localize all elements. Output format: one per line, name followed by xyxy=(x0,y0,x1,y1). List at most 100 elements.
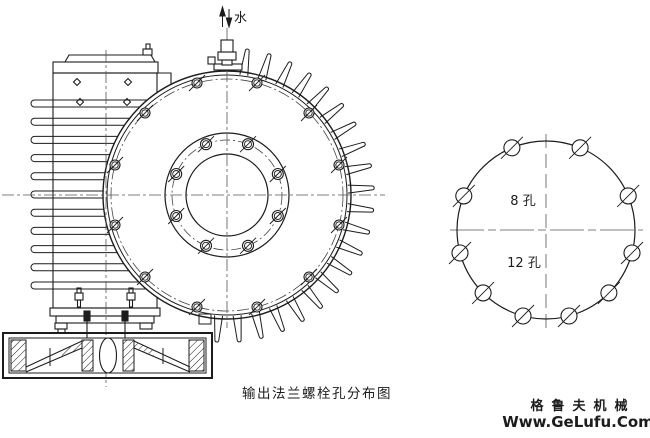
cooling-fin xyxy=(257,53,272,81)
vent-diamond xyxy=(123,77,133,87)
caption: 输出法兰螺栓孔分布图 xyxy=(242,386,392,402)
cooling-fin xyxy=(268,305,285,332)
cooling-fin xyxy=(336,239,363,256)
motor-fin xyxy=(30,208,162,217)
watermark-url: Www.GeLufu.Com xyxy=(502,413,650,431)
base-block-right xyxy=(188,339,205,372)
bolt-hole xyxy=(239,135,257,153)
bolt-hole xyxy=(269,165,287,183)
bolt-hole xyxy=(330,216,348,234)
motor-bottom-flange-inner xyxy=(55,315,155,324)
spoke-right xyxy=(133,340,191,373)
cap-bolt-head xyxy=(142,48,153,56)
bolt-hole xyxy=(511,304,535,328)
cooling-fin xyxy=(342,221,371,235)
water-label: 水 xyxy=(234,11,247,26)
bolt-hole xyxy=(167,165,185,183)
vent-diamond xyxy=(122,97,132,107)
bolt-hole xyxy=(197,237,215,255)
motor-fin xyxy=(30,154,162,163)
water-inlet-fitting xyxy=(207,39,243,71)
motor-fin xyxy=(30,99,162,108)
bolt-hole xyxy=(136,104,154,122)
bolt-hole xyxy=(500,136,524,160)
base-block-left xyxy=(10,339,27,372)
cooling-fin xyxy=(338,141,366,158)
cooling-fin xyxy=(275,61,293,88)
housing-lug xyxy=(198,313,212,325)
vent-diamond xyxy=(75,97,85,107)
motor-fin xyxy=(30,263,162,272)
cooling-fin xyxy=(291,72,312,98)
bolt-hole xyxy=(330,156,348,174)
motor-fin xyxy=(30,172,162,181)
motor-fin xyxy=(30,117,162,126)
bolt-hole xyxy=(269,207,287,225)
bolt-hole xyxy=(248,298,266,316)
motor-fin xyxy=(30,281,162,290)
centerlines xyxy=(2,28,385,387)
bolt-hole xyxy=(239,237,257,255)
motor-bottom-flange xyxy=(49,307,161,317)
outer-bolt-ring xyxy=(106,74,348,316)
up-arrow-head xyxy=(219,5,226,17)
cooling-fin xyxy=(330,121,357,140)
bolt-hole xyxy=(557,304,581,328)
cooling-fin xyxy=(319,103,345,125)
cooling-fin xyxy=(326,256,353,276)
water-flow-arrows xyxy=(219,5,233,29)
motor-fin-stack xyxy=(30,99,162,290)
motor-fin xyxy=(30,245,162,254)
bolt-hole xyxy=(106,216,124,234)
cooling-fin xyxy=(285,296,305,322)
bolt-hole xyxy=(167,207,185,225)
bolt-hole xyxy=(188,74,206,92)
base-outer xyxy=(2,332,213,379)
bolt-hole xyxy=(616,184,640,208)
twelve-holes-label: 12 孔 xyxy=(507,256,541,271)
drain-fitting xyxy=(74,287,84,308)
motor-side-view xyxy=(30,43,172,338)
cooling-fin xyxy=(232,315,242,343)
bolt-hole xyxy=(620,241,644,265)
base-section xyxy=(2,332,213,379)
bolt-hole xyxy=(448,241,472,265)
motor-fin xyxy=(30,190,162,199)
motor-fin xyxy=(30,135,162,144)
bolt-hole xyxy=(471,281,495,305)
spoke-left xyxy=(25,340,83,373)
cap-step xyxy=(158,72,172,86)
diagram-holes xyxy=(448,136,644,328)
motor-foot xyxy=(139,322,153,330)
cooling-fin xyxy=(301,284,323,309)
hub-slot xyxy=(98,337,118,374)
flange-bolt-ring xyxy=(167,135,287,255)
motor-top-plate xyxy=(64,54,156,63)
key-block xyxy=(83,310,91,322)
hub-column-right xyxy=(122,339,135,372)
cooling-fin xyxy=(344,163,372,176)
motor-foot xyxy=(54,322,68,330)
cooling-fin xyxy=(346,203,375,213)
watermark-brand: 格鲁夫机械 xyxy=(530,398,635,414)
bolt-hole xyxy=(106,156,124,174)
cooling-fin xyxy=(214,315,224,343)
motor-fin xyxy=(30,226,162,235)
down-arrow-head xyxy=(225,17,233,29)
drain-fitting xyxy=(126,287,136,308)
bolt-hole xyxy=(136,268,154,286)
bolt-hole xyxy=(300,104,318,122)
cooling-fin xyxy=(315,271,339,294)
bolt-circle xyxy=(456,140,636,320)
bolt-hole xyxy=(568,136,592,160)
cooling-fin xyxy=(347,184,375,194)
hub-column-left xyxy=(81,339,94,372)
cooling-fin xyxy=(306,86,330,110)
cooling-fin xyxy=(251,311,264,339)
flange-bolt-diagram: 8 孔 12 孔 xyxy=(448,134,644,330)
bolt-hole xyxy=(597,281,621,305)
motor-cap-band xyxy=(52,61,159,74)
eight-holes-label: 8 孔 xyxy=(510,194,535,209)
